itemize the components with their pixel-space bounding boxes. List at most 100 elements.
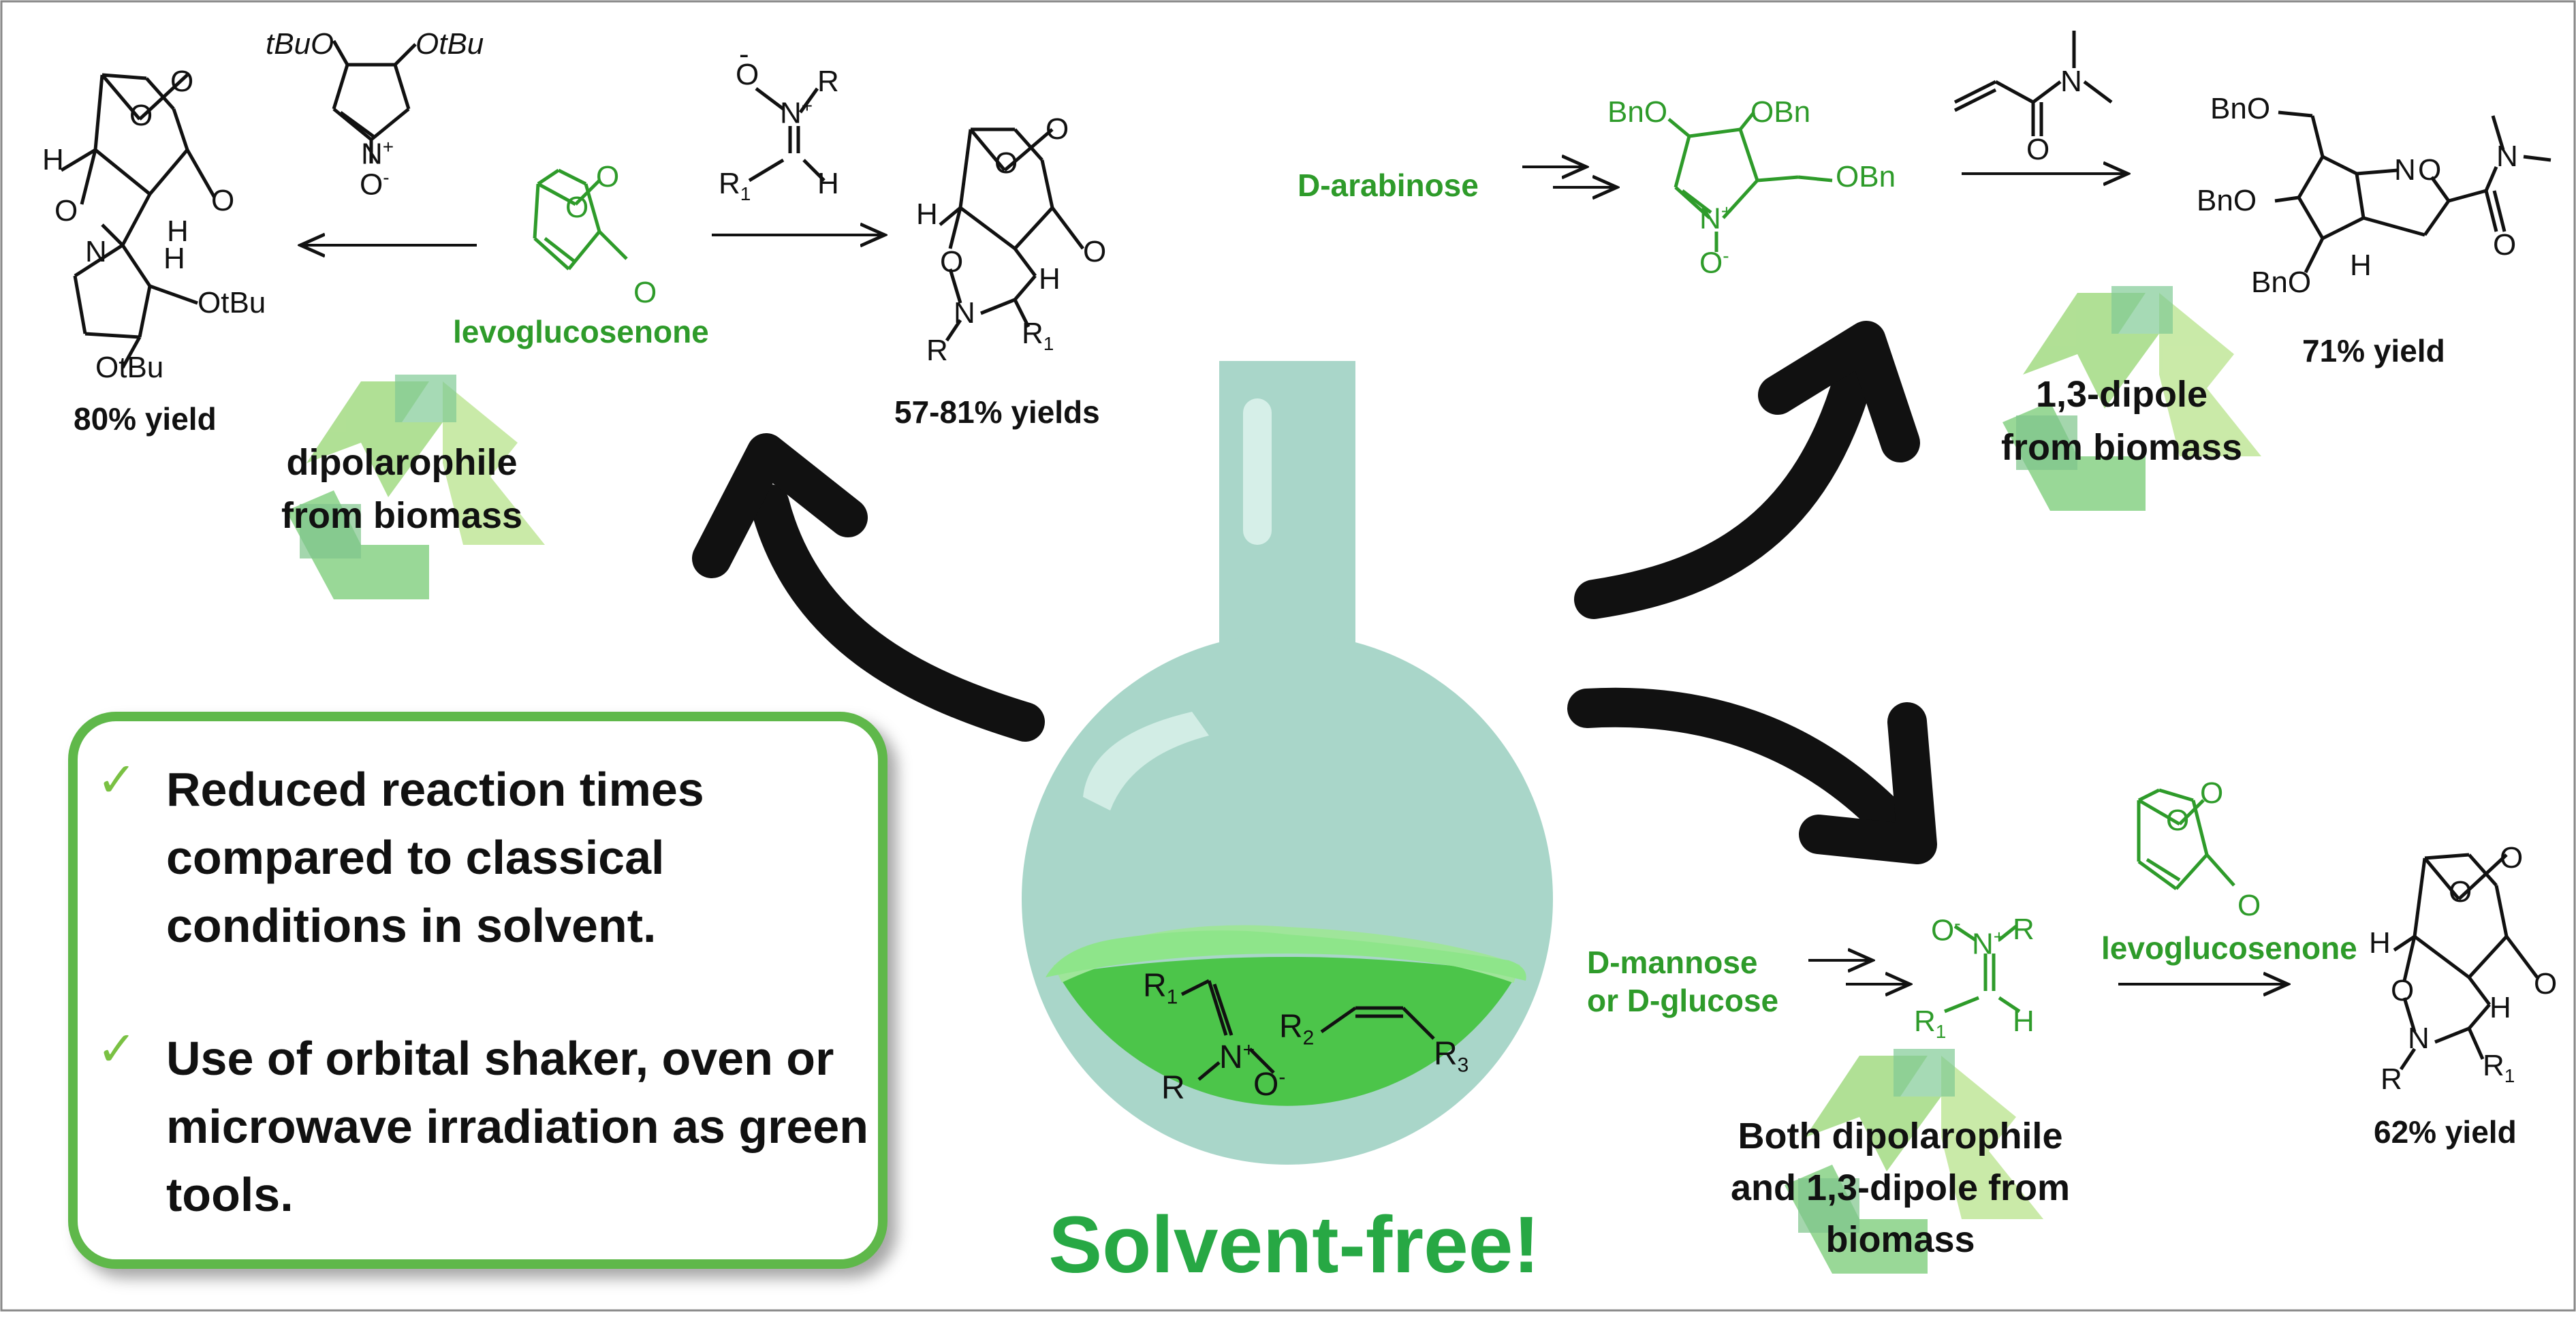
recycle-icon [286, 375, 545, 599]
recycle-icon [2002, 286, 2261, 511]
feature-reduced-times: Reduced reaction times compared to class… [166, 763, 704, 952]
nitrone-R: R [817, 65, 839, 98]
flask-alkene-R3: R3 [1434, 1036, 1469, 1077]
product-80-yield: 80% yield [74, 401, 217, 437]
curved-arrow-bottom-right [1567, 687, 1906, 837]
flask-alkene-structure [1320, 1006, 1435, 1040]
nitrone-reagent-structure [748, 87, 826, 183]
arabinose-nitrone-O: O- [1699, 245, 1729, 280]
glucose-nitrone-O: O- [1931, 913, 1961, 947]
cycloadduct-O: O [1046, 112, 1069, 146]
recycle-caption-both: Both dipolarophile and 1,3-dipole from b… [1730, 1116, 2071, 1260]
flask-nitrone-R: R [1161, 1070, 1185, 1106]
product-80-O: O [211, 184, 235, 217]
product-80-O: O [170, 65, 194, 98]
product-62-H: H [2489, 991, 2511, 1024]
cycloadduct-R1: R1 [1022, 317, 1054, 354]
recycle-caption-dipole: 1,3-dipole from biomass [2000, 374, 2243, 468]
product-80-N: N [85, 235, 107, 268]
product-71-structure [2274, 110, 2551, 274]
flask-nitrone-R1: R1 [1143, 968, 1178, 1009]
product-71-group: BnO [2210, 92, 2271, 125]
product-62-O: O [2534, 967, 2558, 1001]
product-62-O: O [2391, 974, 2415, 1007]
arabinose-nitrone-group: OBn [1750, 95, 1811, 129]
product-71-O: O [2418, 153, 2442, 187]
levo-O: O [565, 191, 589, 224]
cycloadduct-O: O [940, 245, 964, 279]
product-80-O: O [129, 99, 153, 132]
curved-arrow-top-right [1574, 362, 1872, 619]
product-71-yield: 71% yield [2302, 333, 2445, 368]
recycle-icon [1785, 1049, 2043, 1274]
product-80-otbu: OtBu [95, 351, 164, 384]
pyrroline-n-oxide-structure [332, 40, 417, 163]
product-62-structure [2393, 853, 2539, 1071]
product-62-O: O [2449, 875, 2472, 909]
check-icon: ✓ [97, 1022, 137, 1075]
levo-O: O [633, 276, 657, 309]
cycloadduct-O: O [1083, 235, 1107, 268]
round-bottom-flask [1022, 361, 1553, 1165]
product-62-R1: R1 [2483, 1049, 2515, 1086]
product-71-N: N [2496, 140, 2518, 173]
product-80-structure [60, 73, 217, 369]
levoglucosenone-label: levoglucosenone [453, 314, 709, 349]
product-62-H: H [2369, 926, 2391, 960]
pyrroline-O: O- [360, 167, 390, 202]
levo-O: O [2200, 776, 2224, 810]
frame-border [0, 0, 2576, 1312]
cycloadduct-R: R [926, 334, 948, 367]
levo-O: O [2166, 804, 2190, 837]
curved-arrow-bottom-right-head [1799, 702, 1937, 864]
glucose-nitrone-H: H [2013, 1005, 2035, 1038]
acrylamide-N: N [2060, 65, 2082, 98]
arabinose-label: D-arabinose [1298, 168, 1479, 203]
flask-alkene-R2: R2 [1279, 1009, 1315, 1050]
levoglucosenone-structure [533, 168, 628, 270]
check-icon: ✓ [97, 753, 137, 806]
cycloadduct-structure [939, 127, 1084, 342]
solvent-free-caption: Solvent-free! [1048, 1200, 1540, 1290]
levoglucosenone-structure [2137, 788, 2235, 891]
product-71-O: O [2493, 228, 2517, 262]
features-box: ✓ Reduced reaction times compared to cla… [68, 712, 888, 1269]
feature-green-tools: Use of orbital shaker, oven or microwave… [166, 1032, 868, 1221]
product-62-yield: 62% yield [2374, 1114, 2517, 1150]
flask-nitrone-structure [1180, 979, 1275, 1081]
flask-nitrone-N: N+ [1219, 1039, 1255, 1075]
product-80-H: H [42, 143, 64, 176]
product-71-N: N [2394, 153, 2416, 187]
nitrone-minus: - [739, 37, 749, 71]
levo-O: O [2237, 889, 2261, 922]
nitrone-N: N+ [780, 95, 813, 130]
cycloadduct-H: H [1039, 262, 1061, 296]
product-71-group: BnO [2197, 184, 2257, 217]
mannose-label: D-mannose or D-glucose [1587, 945, 1779, 1018]
curved-arrow-top-left [750, 484, 1045, 742]
glucose-nitrone-structure [1944, 924, 2021, 1013]
product-80-O: O [54, 194, 78, 227]
cycloadduct-O: O [994, 146, 1018, 180]
glucose-nitrone-R: R [2013, 913, 2035, 946]
nitrone-R1: R1 [719, 167, 751, 204]
pyrroline-substituent: OtBu [415, 27, 484, 61]
pyrroline-N: N+ [361, 136, 394, 171]
product-71-H: H [2350, 249, 2372, 282]
product-71-group: BnO [2251, 266, 2312, 299]
flask-nitrone-O: O- [1253, 1066, 1286, 1103]
glucose-nitrone-R1: R1 [1914, 1005, 1947, 1042]
arabinose-nitrone-structure [1667, 111, 1833, 252]
levoglucosenone-label: levoglucosenone [2101, 930, 2357, 966]
acrylamide-O: O [2026, 133, 2050, 166]
cycloadduct-N: N [954, 296, 975, 330]
cycloadduct-H: H [916, 198, 938, 231]
levo-O: O [596, 160, 620, 193]
acrylamide-structure [1953, 31, 2113, 136]
arabinose-nitrone-group: BnO [1607, 95, 1668, 129]
pyrroline-substituent: tBuO [266, 27, 334, 61]
curved-arrow-top-right-head [1758, 321, 1920, 462]
product-62-O: O [2500, 841, 2524, 875]
